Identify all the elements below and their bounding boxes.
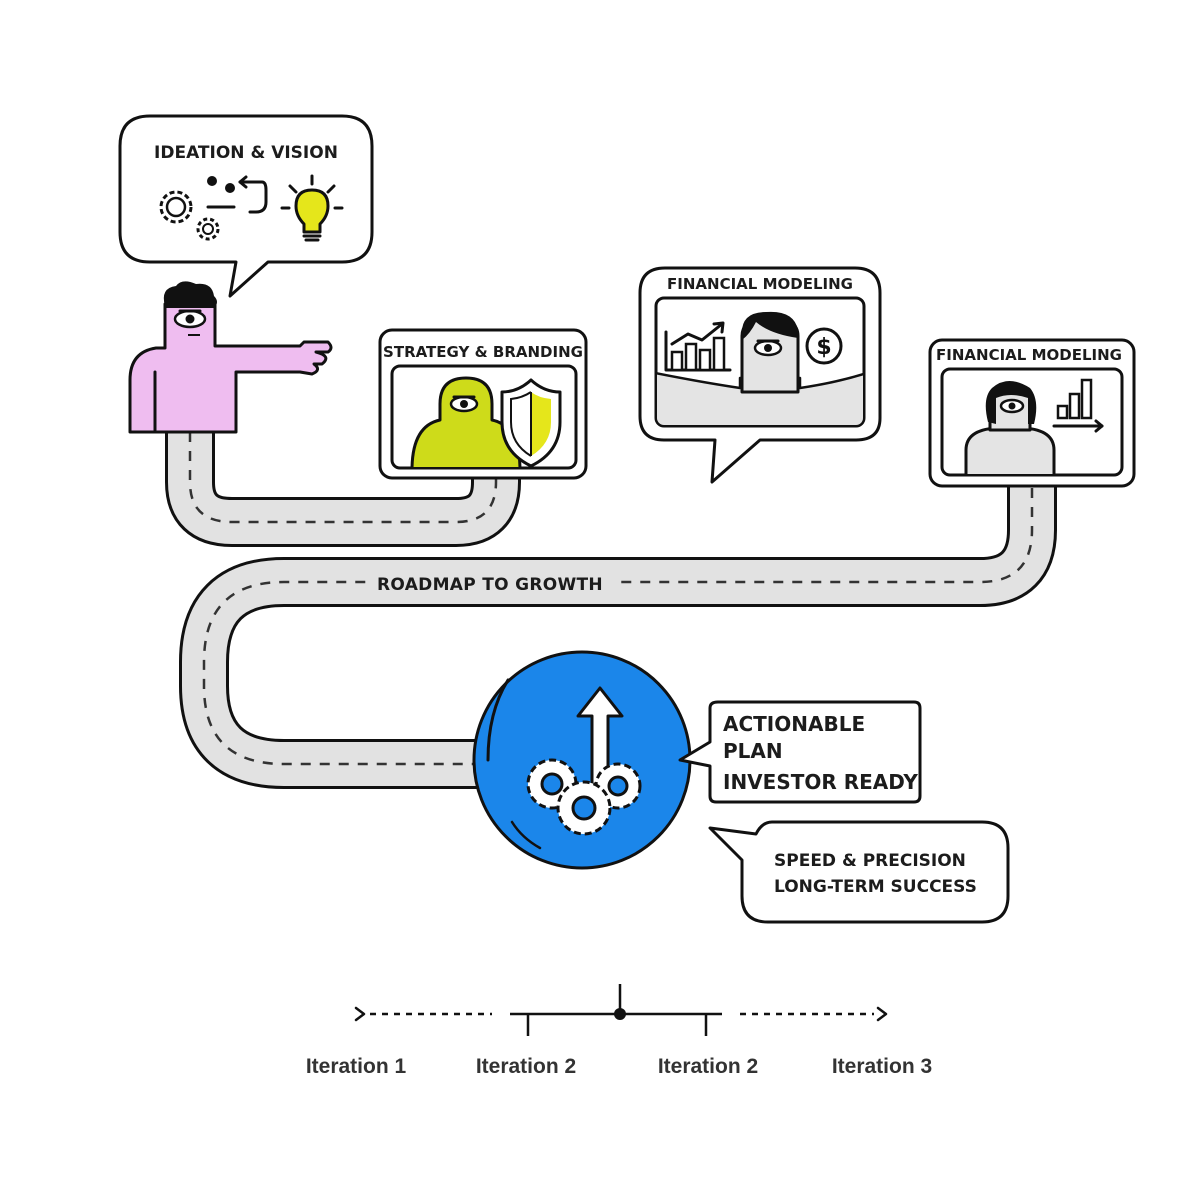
financial-bubble-title: FINANCIAL MODELING bbox=[667, 275, 853, 293]
speed-line2: LONG-TERM SUCCESS bbox=[774, 877, 977, 897]
financial-card: FINANCIAL MODELING bbox=[928, 338, 1136, 488]
timeline-label-4: Iteration 3 bbox=[832, 1055, 932, 1078]
ideation-title: IDEATION & VISION bbox=[154, 143, 338, 163]
cycle-arrow-icon bbox=[206, 175, 268, 214]
svg-text:$: $ bbox=[816, 335, 831, 360]
ideation-bubble: IDEATION & VISION bbox=[118, 114, 374, 298]
timeline: Iteration 1 Iteration 2 Iteration 2 Iter… bbox=[306, 984, 932, 1078]
plan-line1: ACTIONABLE bbox=[723, 712, 865, 736]
shield-icon bbox=[500, 378, 562, 468]
strategy-title: STRATEGY & BRANDING bbox=[383, 343, 583, 361]
bar-chart-icon bbox=[1052, 378, 1104, 433]
plan-line2: PLAN bbox=[723, 739, 783, 763]
timeline-label-1: Iteration 1 bbox=[306, 1055, 407, 1078]
gears-icon bbox=[159, 176, 235, 241]
plan-line3: INVESTOR READY bbox=[723, 770, 918, 794]
lightbulb-icon bbox=[280, 174, 344, 242]
road-label: ROADMAP TO GROWTH bbox=[377, 575, 603, 595]
speed-line1: SPEED & PRECISION bbox=[774, 851, 966, 871]
timeline-label-2: Iteration 2 bbox=[476, 1055, 576, 1078]
financial-card-title: FINANCIAL MODELING bbox=[936, 346, 1122, 364]
pink-character bbox=[128, 281, 333, 434]
speed-box: SPEED & PRECISION LONG-TERM SUCCESS bbox=[708, 820, 1010, 924]
timeline-label-3: Iteration 2 bbox=[658, 1055, 758, 1078]
rising-chart-icon bbox=[664, 321, 732, 372]
plan-box: ACTIONABLE PLAN INVESTOR READY bbox=[678, 700, 922, 804]
financial-bubble: FINANCIAL MODELING $ bbox=[638, 266, 882, 484]
goal-circle bbox=[472, 650, 692, 870]
dollar-coin-icon: $ bbox=[805, 327, 843, 365]
road: ROADMAP TO GROWTH bbox=[165, 420, 1057, 789]
gears-up-arrow-icon bbox=[526, 686, 642, 836]
strategy-card: STRATEGY & BRANDING bbox=[378, 328, 588, 480]
